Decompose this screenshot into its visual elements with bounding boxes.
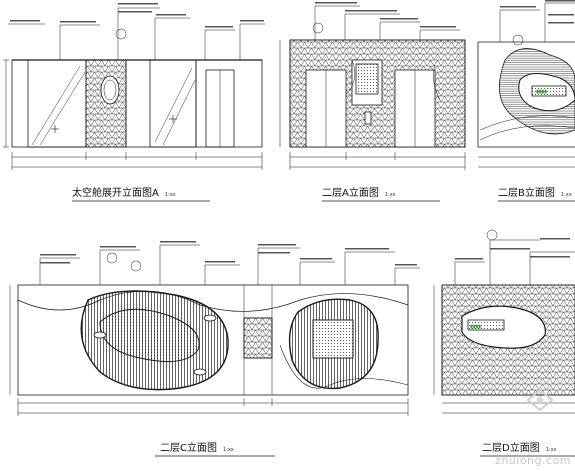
svg-text:▮▮▮▮: ▮▮▮▮: [470, 324, 481, 330]
zhulong-logo: [526, 388, 554, 412]
elevation-2b: ▮▮▮▮: [477, 0, 575, 168]
watermark-text: zhulong.com: [495, 454, 571, 467]
elevation-2a: [279, 2, 466, 170]
elevation-a: [3, 3, 265, 170]
elevation-2d: ▮▮▮▮: [433, 229, 575, 414]
svg-text:▮▮▮▮: ▮▮▮▮: [536, 89, 547, 95]
elevation-2c: [9, 241, 420, 416]
